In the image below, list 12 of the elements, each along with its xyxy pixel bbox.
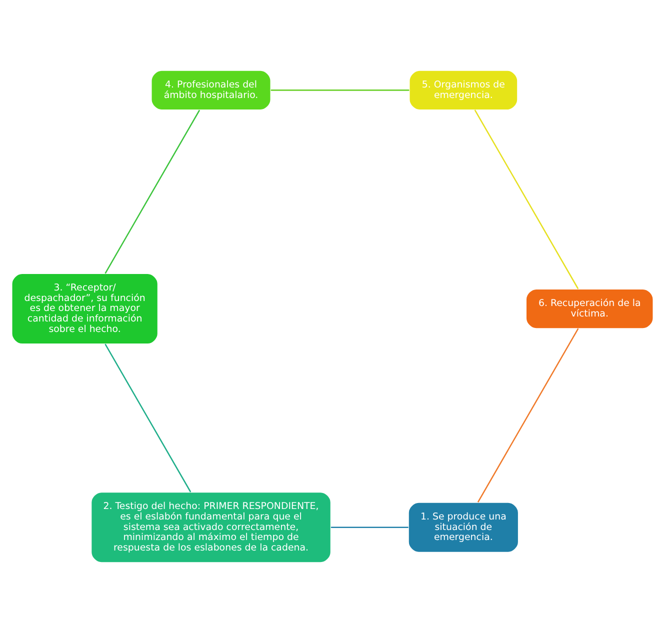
connector [474, 110, 579, 290]
node-box: 1. Se produce una situación de emergencia. [408, 502, 519, 553]
node-box: 6. Recuperación de la víctima. [526, 288, 654, 329]
connector [270, 90, 410, 91]
connector [477, 328, 579, 502]
connector [330, 526, 408, 528]
node-box: 5. Organismos de emergencia. [408, 70, 518, 110]
connector [104, 110, 200, 274]
node-box: 4. Profesionales del ámbito hospitalario. [150, 70, 272, 110]
connector [104, 344, 192, 492]
node-box: 2. Testigo del hecho: PRIMER RESPONDIENTE, es el eslabón fundamental para que el sistema sea activado correctamente, minimizando al máximo el tiempo de respuesta de los eslabones de la cadena. [90, 492, 332, 563]
node-box: 3. “Receptor/ despachador”, su función es de obtener la mayor cantidad de información sobre el hecho. [11, 273, 158, 344]
